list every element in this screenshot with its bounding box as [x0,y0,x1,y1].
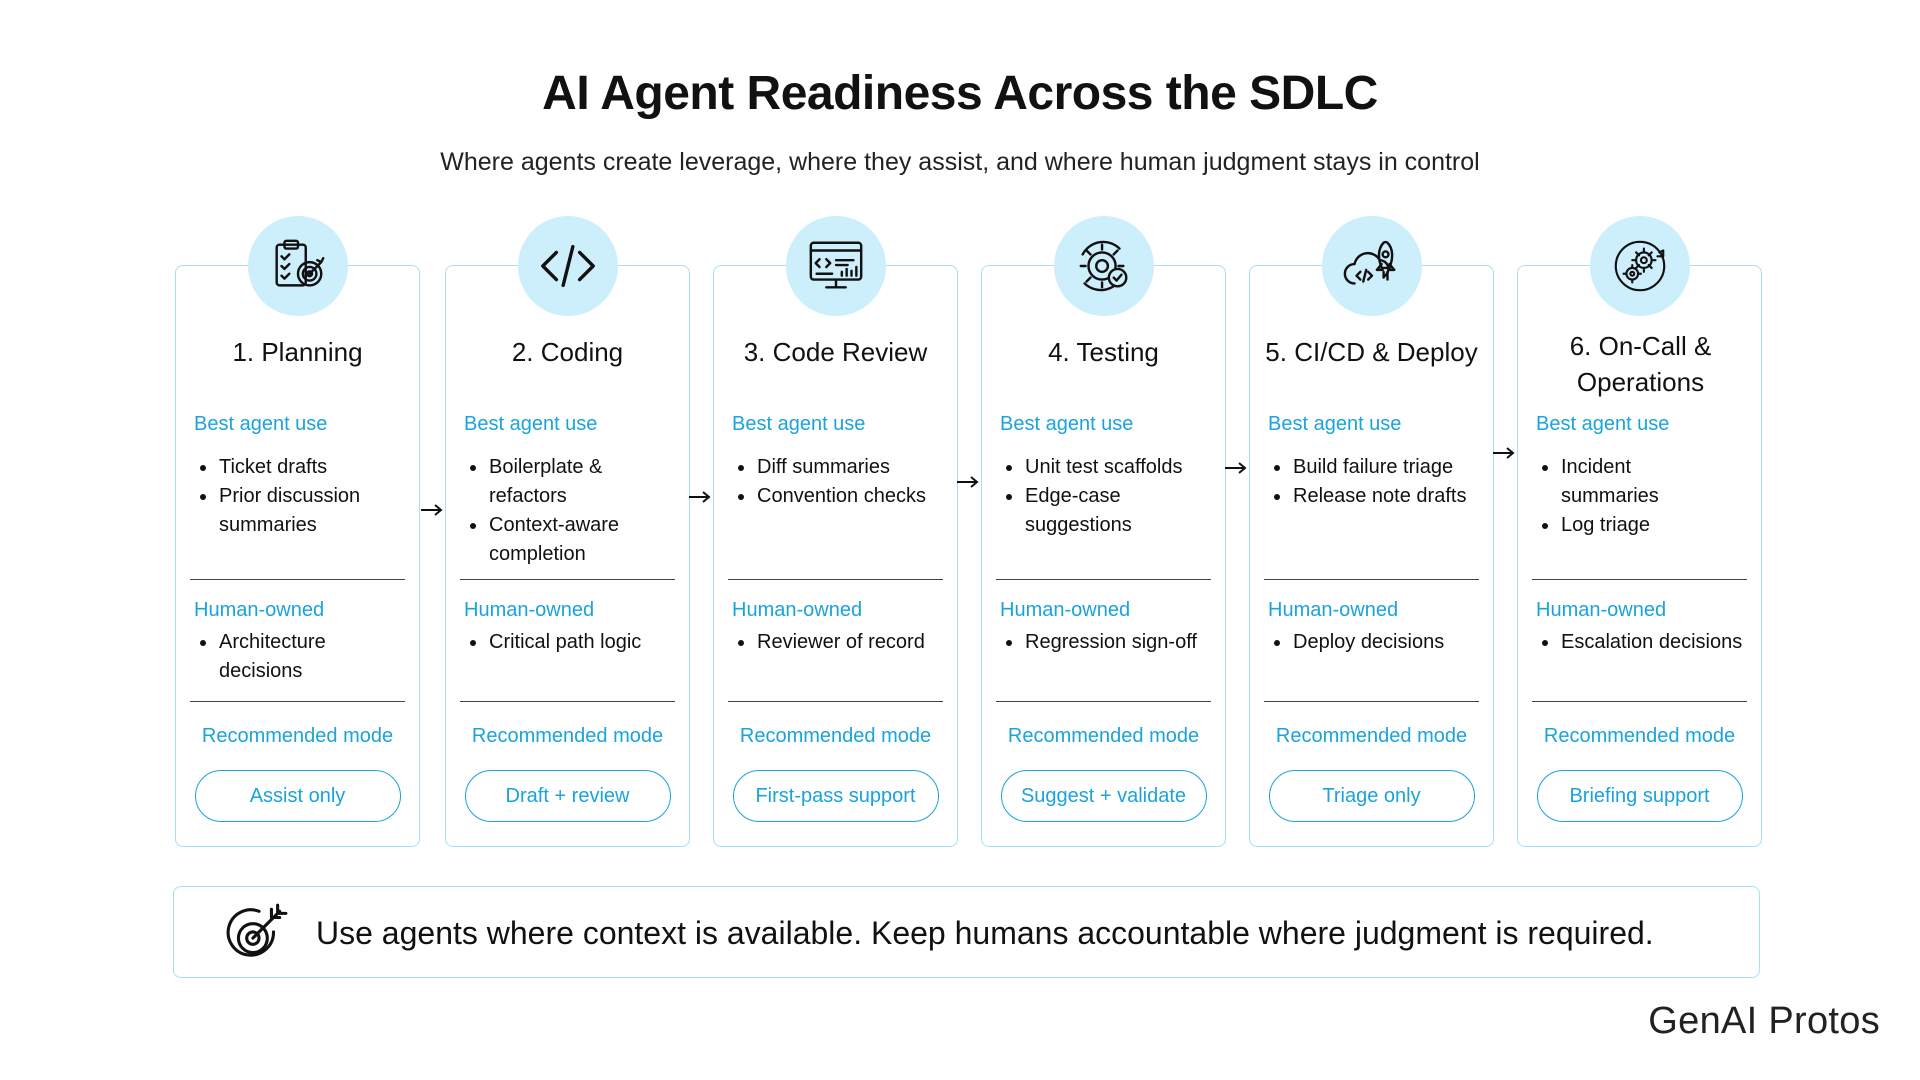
arrow-right-icon [689,491,711,503]
divider [460,579,675,580]
divider [1264,701,1479,702]
gear-check-icon [1053,216,1154,316]
divider [996,701,1211,702]
divider [1264,579,1479,580]
arrow-right-icon [421,504,443,516]
human-owned-label: Human-owned [194,599,325,621]
recommended-mode-label: Recommended mode [1543,725,1736,747]
best-use-label: Best agent use [1000,413,1134,435]
clipboard-target-icon [247,216,348,316]
human-owned-label: Human-owned [1268,599,1399,621]
stage-card-cicd-deploy: 5. CI/CD & Deploy Best agent use Build f… [1249,216,1494,847]
human-owned-list: Regression sign-off [1000,628,1213,657]
best-use-list: Ticket drafts Prior discussion summaries [194,453,407,540]
divider [996,579,1211,580]
list-item: Critical path logic [464,628,677,657]
mode-badge: First-pass support [732,770,939,822]
human-owned-list: Deploy decisions [1268,628,1481,657]
best-use-list: Unit test scaffolds Edge-case suggestion… [1000,453,1213,540]
list-item: Prior discussion summaries [194,482,407,540]
best-use-list: Boilerplate & refactors Context-aware co… [464,453,677,569]
divider [460,701,675,702]
human-owned-list: Reviewer of record [732,628,945,657]
list-item: Convention checks [732,482,945,511]
target-arrow-icon [226,903,288,957]
arrow-right-icon [1225,462,1247,474]
human-owned-label: Human-owned [1000,599,1131,621]
human-owned-label: Human-owned [732,599,863,621]
stage-card-code-review: 3. Code Review Best agent use Diff summa… [713,216,958,847]
stage-card-coding: 2. Coding Best agent use Boilerplate & r… [445,216,690,847]
best-use-list: Diff summaries Convention checks [732,453,945,511]
list-item: Build failure triage [1268,453,1481,482]
human-owned-label: Human-owned [1536,599,1667,621]
best-use-label: Best agent use [732,413,866,435]
mode-badge: Triage only [1268,770,1475,822]
cloud-rocket-icon [1321,216,1422,316]
divider [190,579,405,580]
stage-title: 3. Code Review [743,337,928,367]
list-item: Escalation decisions [1536,628,1749,657]
list-item: Edge-case suggestions [1000,482,1213,540]
mode-badge: Draft + review [464,770,671,822]
stage-title: 2. Coding [511,337,624,367]
stage-title: 6. On-Call & Operations [1569,331,1712,397]
divider [728,579,943,580]
list-item: Reviewer of record [732,628,945,657]
stage-title: 1. Planning [232,337,363,367]
best-use-label: Best agent use [1536,413,1670,435]
recommended-mode-label: Recommended mode [1007,725,1200,747]
divider [190,701,405,702]
mode-badge: Briefing support [1536,770,1743,822]
list-item: Ticket drafts [194,453,407,482]
list-item: Unit test scaffolds [1000,453,1213,482]
human-owned-list: Architecture decisions [194,628,407,686]
key-takeaway-banner: Use agents where context is available. K… [173,886,1760,978]
list-item: Architecture decisions [194,628,407,686]
arrow-right-icon [1493,447,1515,459]
page-title: AI Agent Readiness Across the SDLC [542,67,1378,120]
list-item: Log triage [1536,511,1681,540]
brand-logo: GenAI Protos [1648,1000,1880,1042]
gears-cycle-icon [1589,216,1690,316]
stage-card-on-call-operations: 6. On-Call & Operations Best agent use I… [1517,216,1762,847]
stage-title: 5. CI/CD & Deploy [1265,337,1478,367]
best-use-label: Best agent use [1268,413,1402,435]
list-item: Diff summaries [732,453,945,482]
stage-title: 4. Testing [1048,337,1159,367]
stage-card-testing: 4. Testing Best agent use Unit test scaf… [981,216,1226,847]
human-owned-list: Critical path logic [464,628,677,657]
list-item: Context-aware completion [464,511,677,569]
stage-card-planning: 1. Planning Best agent use Ticket drafts… [175,216,420,847]
best-use-label: Best agent use [464,413,598,435]
human-owned-list: Escalation decisions [1536,628,1749,657]
list-item: Deploy decisions [1268,628,1481,657]
best-use-label: Best agent use [194,413,328,435]
divider [1532,579,1747,580]
divider [728,701,943,702]
divider [1532,701,1747,702]
list-item: Release note drafts [1268,482,1481,511]
list-item: Regression sign-off [1000,628,1213,657]
page-subtitle: Where agents create leverage, where they… [440,148,1480,176]
human-owned-label: Human-owned [464,599,595,621]
recommended-mode-label: Recommended mode [1275,725,1468,747]
mode-badge: Suggest + validate [1000,770,1207,822]
code-brackets-icon [517,216,618,316]
recommended-mode-label: Recommended mode [201,725,394,747]
monitor-code-icon [785,216,886,316]
mode-badge: Assist only [194,770,401,822]
banner-text: Use agents where context is available. K… [316,915,1654,951]
list-item: Boilerplate & refactors [464,453,677,511]
recommended-mode-label: Recommended mode [471,725,664,747]
list-item: Incident summaries [1536,453,1681,511]
recommended-mode-label: Recommended mode [739,725,932,747]
arrow-right-icon [957,476,979,488]
best-use-list: Incident summaries Log triage [1536,453,1681,540]
best-use-list: Build failure triage Release note drafts [1268,453,1481,511]
